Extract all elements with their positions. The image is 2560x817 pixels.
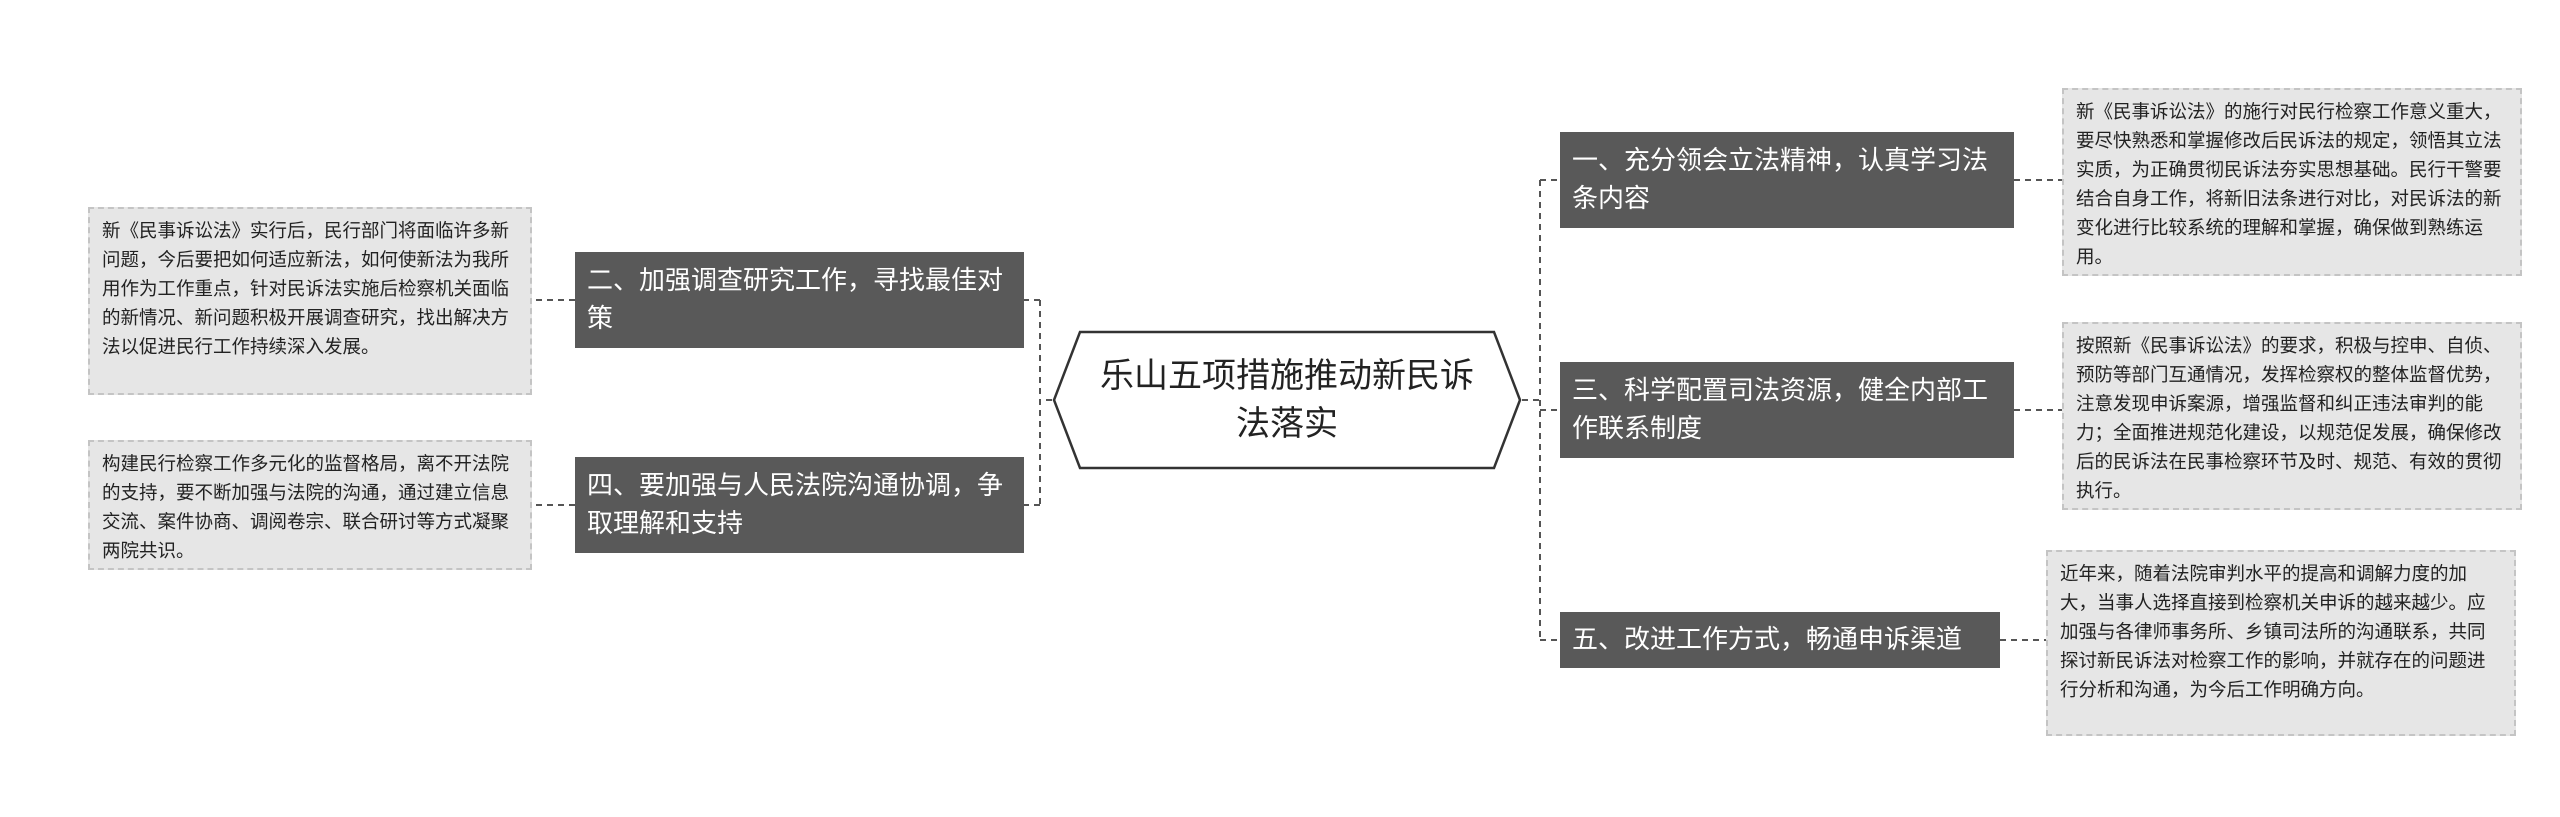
center-topic-title: 乐山五项措施推动新民诉法落实	[1100, 356, 1474, 444]
detail-note-3: 按照新《民事诉讼法》的要求，积极与控申、自侦、预防等部门互通情况，发挥检察权的整…	[2062, 322, 2522, 510]
branch-topic-4[interactable]: 四、要加强与人民法院沟通协调，争取理解和支持	[575, 457, 1024, 553]
center-topic-frame	[1052, 330, 1522, 470]
detail-note-2: 新《民事诉讼法》实行后，民行部门将面临许多新问题，今后要把如何适应新法，如何使新…	[88, 207, 532, 395]
detail-note-4: 构建民行检察工作多元化的监督格局，离不开法院的支持，要不断加强与法院的沟通，通过…	[88, 440, 532, 570]
branch-topic-1[interactable]: 一、充分领会立法精神，认真学习法条内容	[1560, 132, 2014, 228]
detail-note-5: 近年来，随着法院审判水平的提高和调解力度的加大，当事人选择直接到检察机关申诉的越…	[2046, 550, 2516, 736]
branch-topic-2[interactable]: 二、加强调查研究工作，寻找最佳对策	[575, 252, 1024, 348]
center-topic[interactable]: 乐山五项措施推动新民诉法落实	[1052, 330, 1522, 470]
branch-topic-3[interactable]: 三、科学配置司法资源，健全内部工作联系制度	[1560, 362, 2014, 458]
branch-topic-5[interactable]: 五、改进工作方式，畅通申诉渠道	[1560, 612, 2000, 668]
detail-note-1: 新《民事诉讼法》的施行对民行检察工作意义重大，要尽快熟悉和掌握修改后民诉法的规定…	[2062, 88, 2522, 276]
